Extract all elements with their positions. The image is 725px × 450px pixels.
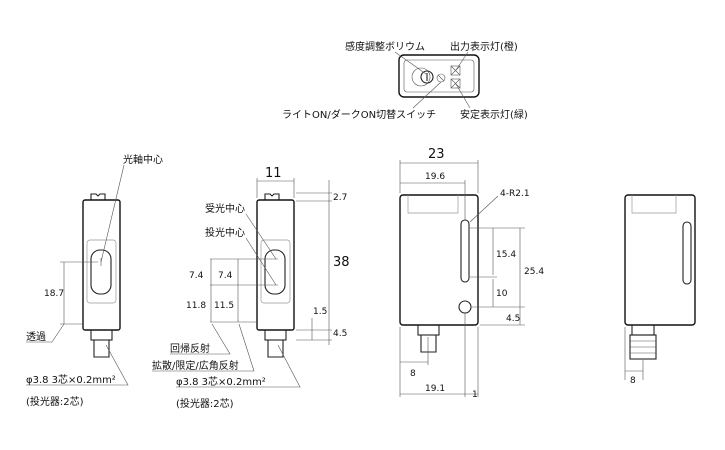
optical-axis-label: 光軸中心 [123, 153, 163, 166]
reflective-cable-note: (投光器:2芯) [176, 397, 234, 410]
connector-view: 8 [624, 194, 696, 386]
reflective-view: 11 2.7 38 1.5 4.5 7.4 7.4 11.8 11.5 受光中心… [152, 166, 350, 410]
lens-icon [90, 249, 112, 295]
side-b2-dim: 19.1 [425, 384, 445, 394]
thru-type-label: 透過 [26, 331, 46, 343]
thru-cable-note: (投光器:2芯) [26, 395, 84, 408]
emitter-center-label: 投光中心 [205, 226, 245, 239]
lens-icon [264, 249, 286, 295]
side-width-dim: 23 [428, 147, 445, 162]
knob-outline [411, 67, 431, 87]
diffuse-label: 拡散/限定/広角反射 [152, 359, 239, 372]
thru-beam-view: 18.7 透過 光軸中心 φ3.8 3芯×0.2mm² (投光器:2芯) [26, 153, 163, 408]
reflective-top-dim: 2.7 [333, 193, 347, 203]
mode-switch-label: ライトON/ダークON切替スイッチ [282, 108, 436, 121]
side-inner-dim: 19.6 [425, 172, 445, 182]
reflective-cable-label: φ3.8 3芯×0.2mm² [176, 375, 266, 388]
radius-label: 4-R2.1 [500, 189, 530, 199]
connector-b1-dim: 8 [630, 376, 636, 386]
side-housing [399, 194, 479, 326]
side-h1-dim: 15.4 [496, 250, 516, 260]
reflective-housing [256, 199, 295, 331]
stable-led-icon [450, 78, 461, 89]
sensitivity-knob-icon [420, 70, 434, 84]
thru-cable-label: φ3.8 3芯×0.2mm² [26, 373, 116, 386]
reflective-height-dim: 38 [333, 255, 350, 270]
reflective-d4-dim: 4.5 [333, 329, 347, 339]
output-led-icon [450, 65, 461, 76]
side-h4-dim: 4.5 [506, 314, 520, 324]
side-h2-dim: 25.4 [524, 267, 544, 277]
thru-height-dim: 18.7 [44, 289, 64, 299]
sensitivity-knob-label: 感度調整ボリウム [345, 40, 425, 53]
side-view: 23 19.6 4-R2.1 15.4 25.4 10 4.5 8 19.1 1 [399, 147, 544, 400]
reflective-d2a: 11.8 [186, 301, 206, 311]
reflective-d1a: 7.4 [189, 271, 204, 281]
thru-housing [82, 199, 121, 331]
stable-led-label: 安定表示灯(緑) [460, 108, 528, 121]
side-b3-dim: 1 [472, 390, 478, 400]
top-view: 感度調整ボリウム 出力表示灯(橙) ライトON/ダークON切替スイッチ 安定表示… [282, 40, 528, 121]
side-b1-dim: 8 [410, 369, 416, 379]
receiver-center-label: 受光中心 [205, 202, 245, 215]
reflective-d3-dim: 1.5 [313, 307, 327, 317]
connector-housing [624, 194, 696, 326]
output-led-label: 出力表示灯(橙) [450, 40, 518, 53]
reflective-d2b: 11.5 [214, 301, 234, 311]
reflective-d1b: 7.4 [218, 271, 233, 281]
reflective-width-dim: 11 [265, 166, 282, 181]
side-h3-dim: 10 [496, 289, 508, 299]
retro-label: 回帰反射 [170, 342, 210, 355]
